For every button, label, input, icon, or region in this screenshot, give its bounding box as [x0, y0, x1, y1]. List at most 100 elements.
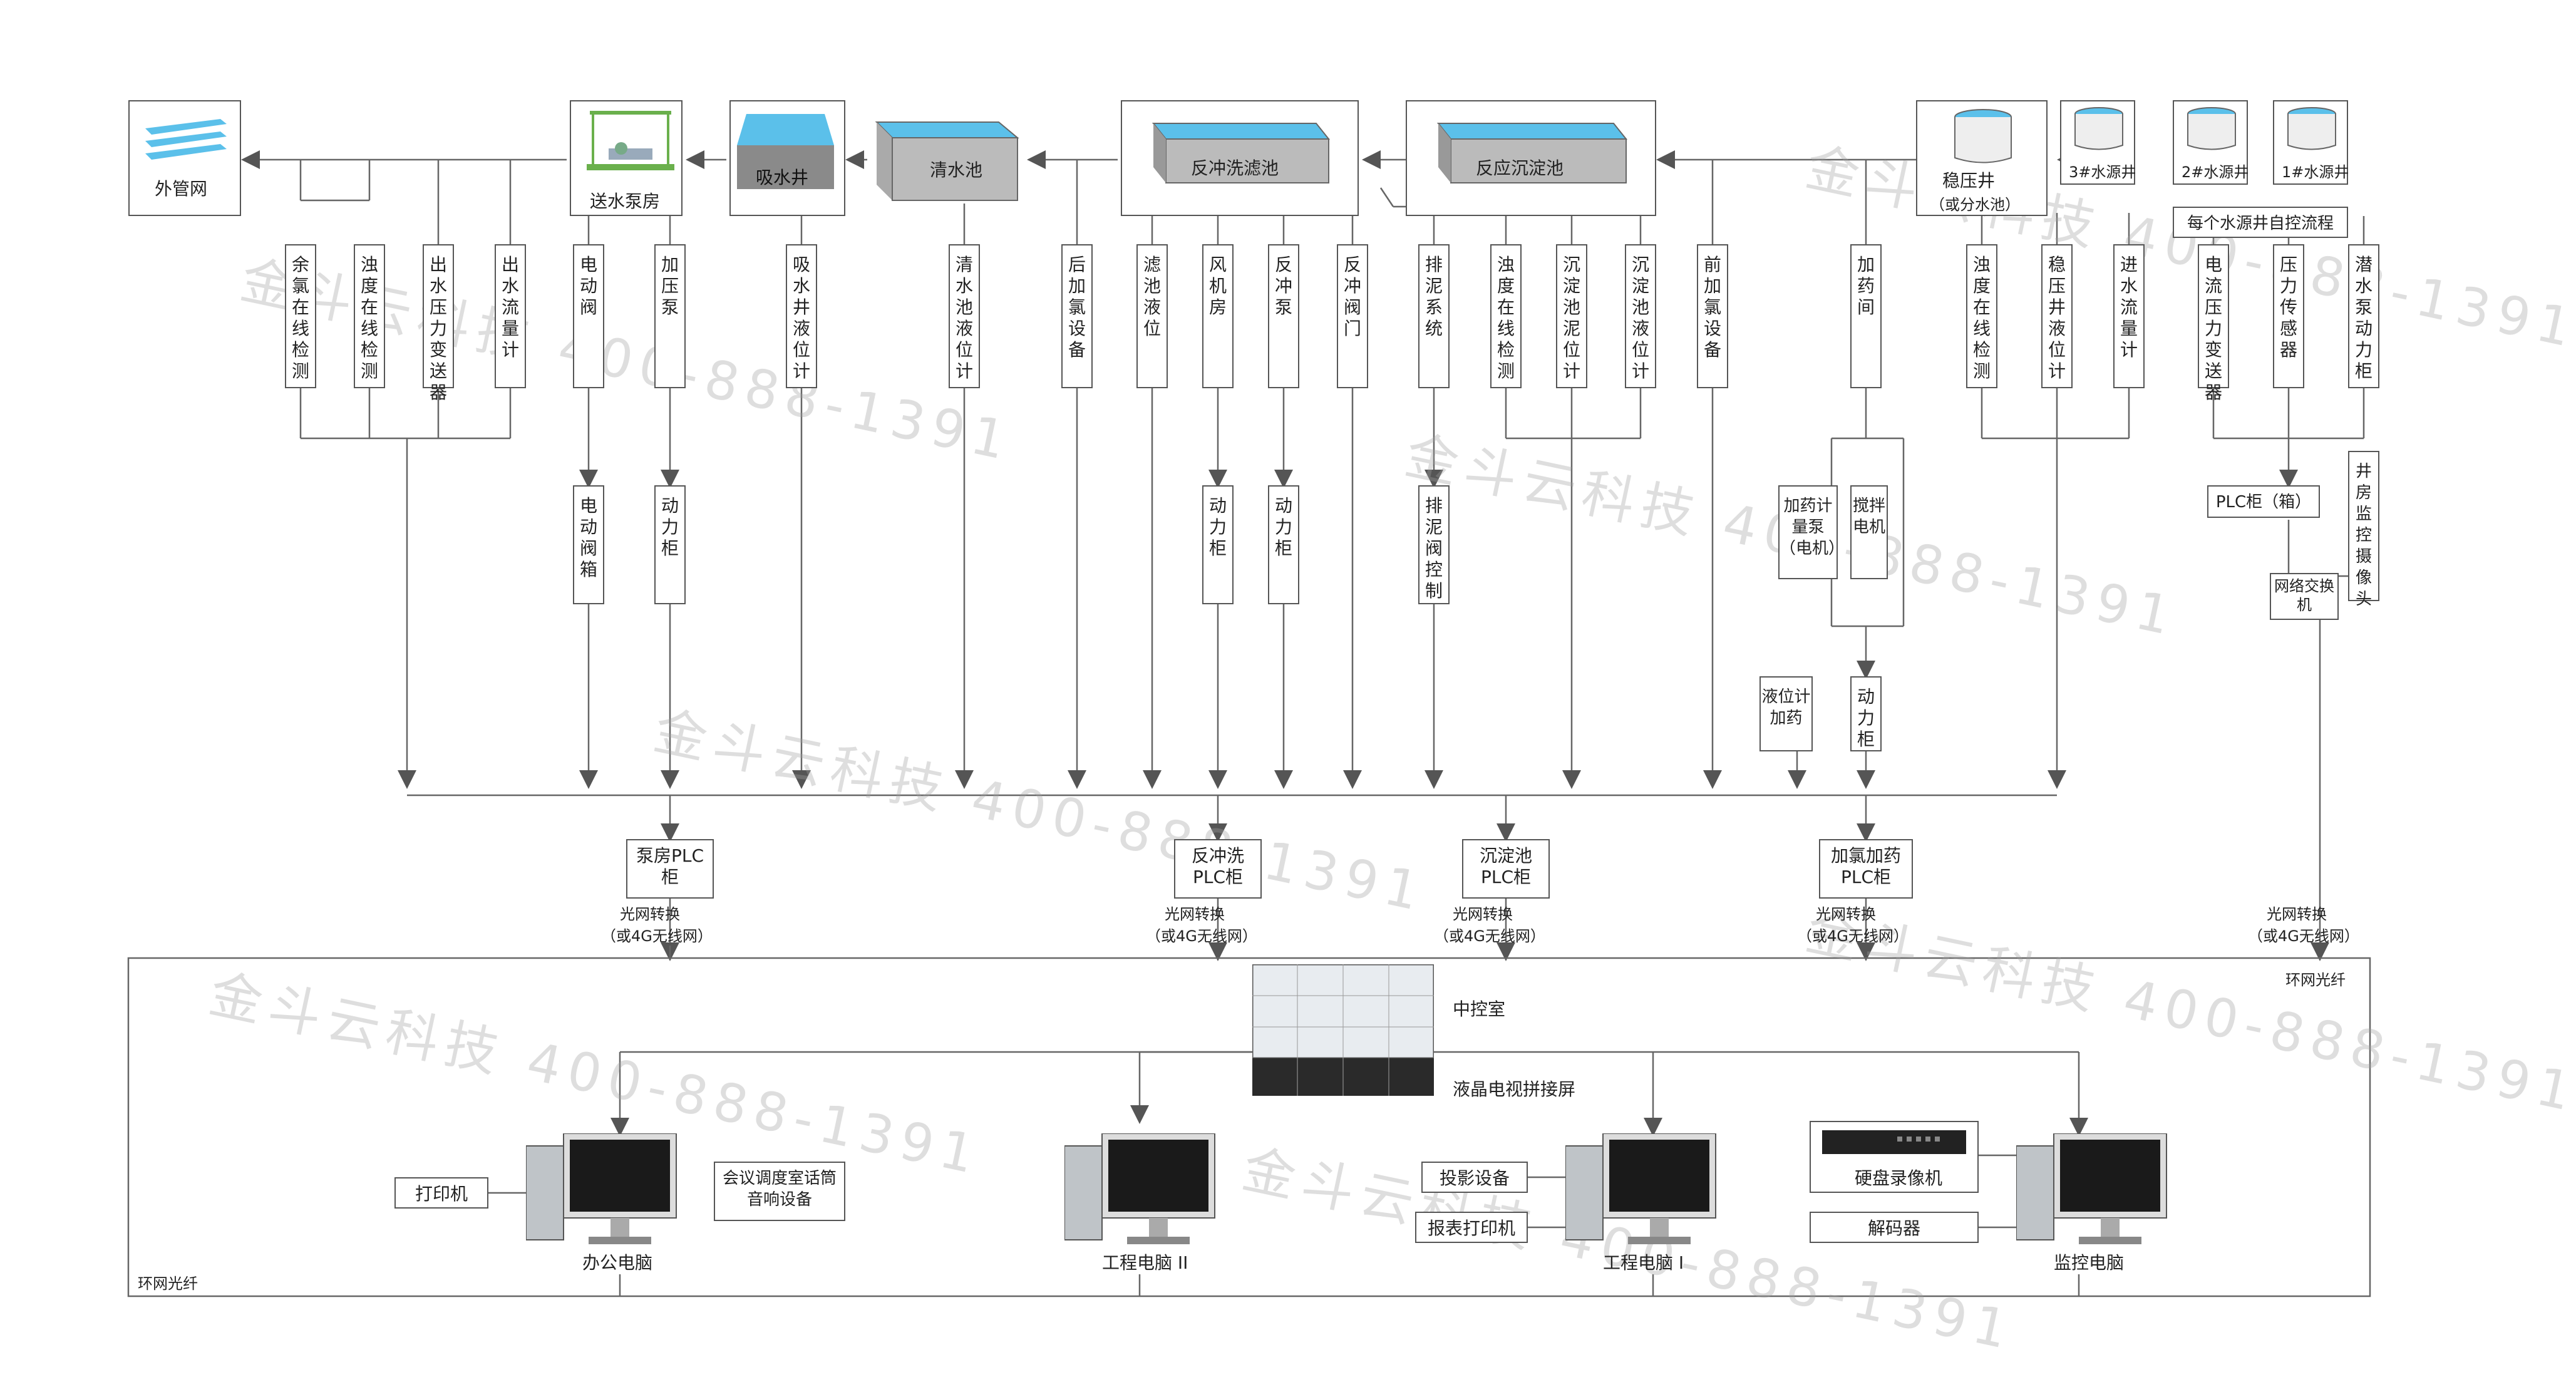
well-1-box: 1#水源井 [2273, 100, 2349, 185]
sensor-dosing-room: 加药间 [1850, 244, 1882, 388]
well-3-label: 3#水源井 [2069, 163, 2136, 181]
sensor-well-pressure: 电流压力变送器 [2198, 244, 2229, 403]
dvr-label: 硬盘录像机 [1855, 1168, 1943, 1188]
device-sludge-valve: 排泥阀控制 [1418, 485, 1450, 604]
sensor-backwash-pump: 反冲泵 [1268, 244, 1299, 388]
video-wall-label: 液晶电视拼接屏 [1453, 1079, 1576, 1100]
sensor-pre-chlorine: 前加氯设备 [1697, 244, 1728, 388]
well-2-box: 2#水源井 [2173, 100, 2249, 185]
dvr-box: 硬盘录像机 [1810, 1121, 1979, 1193]
device-dosing-power: 动力柜 [1850, 676, 1882, 751]
monitor-pc [2016, 1133, 2179, 1259]
decoder-box: 解码器 [1810, 1212, 1979, 1243]
sensor-outlet-pressure: 出水压力变送器 [423, 244, 454, 403]
computer-icon [1565, 1133, 1716, 1244]
device-pump-valve-box: 电动阀箱 [573, 485, 604, 604]
engineer-pc-1-label: 工程电脑 I [1603, 1252, 1684, 1273]
sensor-sludge-system: 排泥系统 [1418, 244, 1450, 388]
sensor-sed-turbidity: 浊度在线检测 [1490, 244, 1522, 388]
device-network-switch: 网络交换机 [2270, 573, 2339, 620]
computer-icon [2016, 1133, 2167, 1244]
sensor-motor-valve: 电动阀 [573, 244, 604, 388]
converter-1-line2: （或4G无线网） [601, 927, 713, 945]
sensor-post-chlorine: 后加氯设备 [1061, 244, 1093, 388]
engineer-pc-2 [1064, 1133, 1227, 1259]
outer-network-label: 外管网 [155, 178, 208, 199]
outer-network-box: 外管网 [128, 100, 241, 216]
well-1-icon [2287, 107, 2336, 150]
device-dosing-metering: 加药计量泵（电机） [1778, 485, 1845, 579]
sensor-inlet-flow: 进水流量计 [2113, 244, 2145, 388]
office-pc [525, 1133, 689, 1259]
well-2-icon [2187, 107, 2236, 150]
sedimentation-box: 反应沉淀池 [1406, 100, 1656, 216]
suction-well-label: 吸水井 [756, 167, 809, 188]
video-wall [1251, 963, 1435, 1102]
converter-2-line2: （或4G无线网） [1146, 927, 1257, 945]
video-wall-icon [1251, 963, 1435, 1096]
pump-room-label: 送水泵房 [590, 191, 661, 212]
plc-sedimentation: 沉淀池PLC柜 [1462, 839, 1550, 899]
suction-well-icon [737, 114, 834, 189]
computer-icon [525, 1133, 677, 1244]
converter-5-line2: （或4G无线网） [2248, 927, 2359, 945]
converter-4-line2: （或4G无线网） [1797, 927, 1909, 945]
well-3-icon [2074, 107, 2123, 150]
clear-water-tank-icon [875, 121, 1019, 201]
pump-room-icon [587, 111, 674, 170]
office-pc-label: 办公电脑 [582, 1252, 653, 1273]
sensor-fan-room: 风机房 [1202, 244, 1234, 388]
plc-dosing: 加氯加药PLC柜 [1819, 839, 1913, 899]
dvr-icon [1822, 1130, 1966, 1154]
converter-5-line1: 光网转换 [2267, 905, 2327, 923]
clear-water-tank: 清水池 [867, 116, 1024, 204]
device-dosing-level: 液位计加药 [1759, 676, 1813, 751]
converter-3-line1: 光网转换 [1453, 905, 1513, 923]
converter-3-line2: （或4G无线网） [1434, 927, 1545, 945]
stabilizing-well-sublabel: （或分水池） [1930, 196, 2020, 214]
outer-network-icon [145, 119, 227, 160]
plc-pump-room: 泵房PLC柜 [626, 839, 714, 899]
sedimentation-icon [1436, 123, 1628, 183]
sedimentation-label: 反应沉淀池 [1476, 158, 1564, 178]
device-power-cabinet-1: 动力柜 [654, 485, 686, 604]
central-control-label: 中控室 [1453, 999, 1506, 1019]
converter-2-line1: 光网转换 [1165, 905, 1225, 923]
stabilizing-well-icon [1954, 109, 2012, 163]
monitor-pc-label: 监控电脑 [2054, 1252, 2125, 1273]
sensor-pressure-pump: 加压泵 [654, 244, 686, 388]
sensor-filter-level: 滤池液位 [1136, 244, 1168, 388]
sensor-residual-chlorine: 余氯在线检测 [285, 244, 316, 388]
computer-icon [1064, 1133, 1215, 1244]
report-printer-box: 报表打印机 [1415, 1212, 1528, 1243]
sensor-suction-level: 吸水井液位计 [786, 244, 817, 388]
device-power-cabinet-3: 动力柜 [1268, 485, 1299, 604]
printer-box: 打印机 [394, 1177, 488, 1209]
stabilizing-well-box: 稳压井 （或分水池） [1916, 100, 2048, 216]
device-power-cabinet-2: 动力柜 [1202, 485, 1234, 604]
clear-water-tank-label: 清水池 [930, 160, 983, 180]
backwash-filter-label: 反冲洗滤池 [1191, 158, 1279, 178]
converter-4-line1: 光网转换 [1816, 905, 1876, 923]
sensor-clear-level: 清水池液位计 [949, 244, 980, 388]
engineer-pc-1 [1565, 1133, 1728, 1259]
ring-fiber-bottom: 环网光纤 [138, 1275, 198, 1292]
sensor-backwash-valve: 反冲阀门 [1337, 244, 1368, 388]
pump-room-box: 送水泵房 [570, 100, 683, 216]
well-2-label: 2#水源井 [2182, 163, 2249, 181]
backwash-filter-icon [1151, 123, 1331, 183]
projector-box: 投影设备 [1421, 1162, 1528, 1193]
ring-fiber-top: 环网光纤 [2285, 971, 2346, 989]
sensor-well-pump-cabinet: 潜水泵动力柜 [2348, 244, 2379, 388]
sensor-sed-sludge-level: 沉淀池泥位计 [1556, 244, 1587, 388]
suction-well-box: 吸水井 [729, 100, 845, 216]
sensor-well-pressure-sensor: 压力传感器 [2273, 244, 2304, 388]
plc-backwash: 反冲洗PLC柜 [1174, 839, 1262, 899]
per-well-header: 每个水源井自控流程 [2173, 207, 2348, 238]
well-1-label: 1#水源井 [2282, 163, 2349, 181]
device-well-plc: PLC柜（箱） [2207, 485, 2320, 518]
sensor-stab-turbidity: 浊度在线检测 [1966, 244, 1997, 388]
meeting-audio-box: 会议调度室话筒音响设备 [714, 1162, 845, 1221]
sensor-sed-level: 沉淀池液位计 [1625, 244, 1656, 388]
